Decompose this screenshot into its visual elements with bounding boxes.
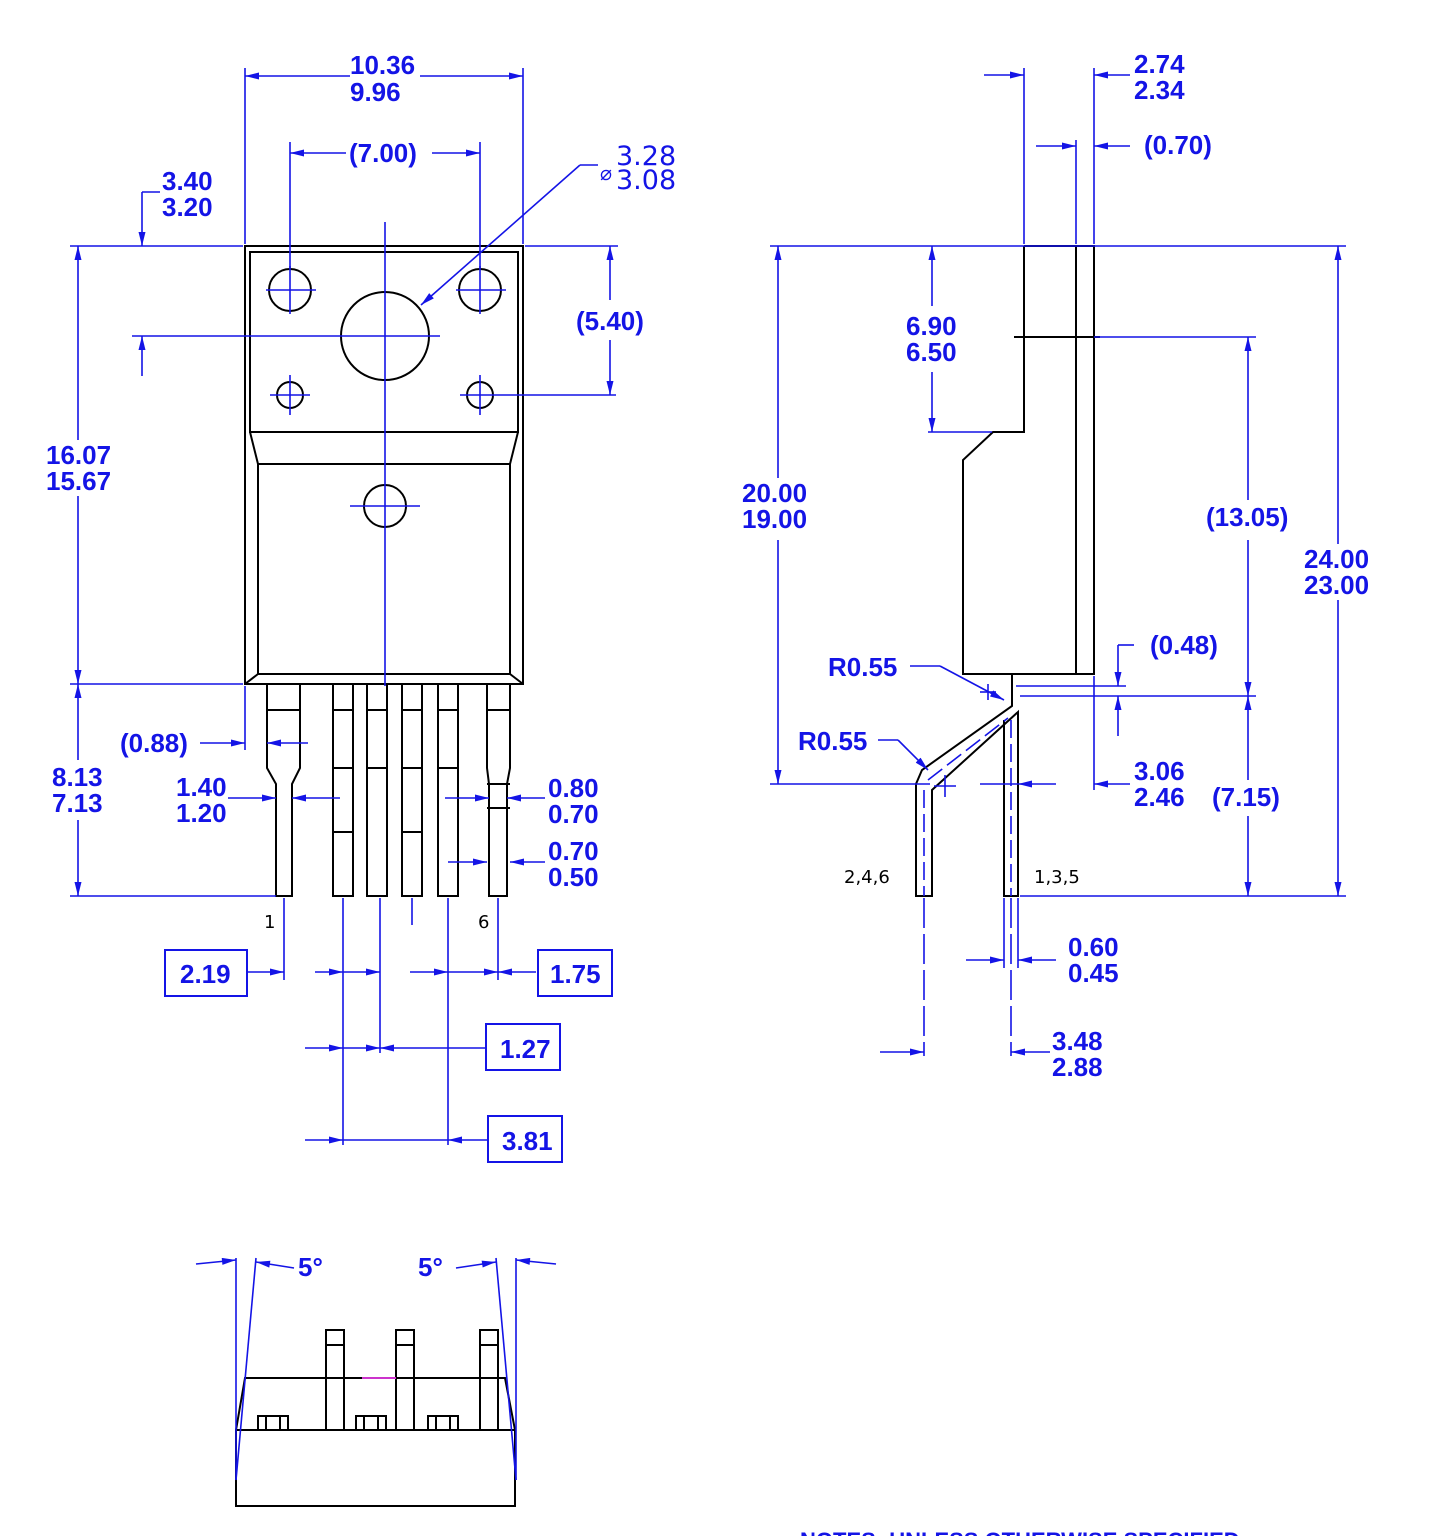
dim-side-lead-thk-min: 0.45 xyxy=(1068,958,1119,988)
dim-height-min: 19.00 xyxy=(742,504,807,534)
dim-overall-min: 23.00 xyxy=(1304,570,1369,600)
dim-row-spacing-min: 2.88 xyxy=(1052,1052,1103,1082)
dim-overall-max: 24.00 xyxy=(1304,544,1369,574)
front-boxes xyxy=(164,949,613,1163)
dim-tab-thickness: (0.70) xyxy=(1144,130,1212,160)
notes-heading: NOTES: UNLESS OTHERWISE SPECIFIED xyxy=(800,1528,1240,1536)
front-dimension-lines xyxy=(70,68,618,1145)
dim-lead-tip-min: 0.70 xyxy=(548,799,599,829)
dim-offset-min: 2.46 xyxy=(1134,782,1185,812)
angle-right-label: 5° xyxy=(418,1252,443,1282)
box-pitch-value: 1.27 xyxy=(500,1034,551,1064)
pin-label-odd: 1,3,5 xyxy=(1034,867,1080,888)
dim-hole-offset-max: 3.40 xyxy=(162,166,213,196)
dim-body-width-max: 10.36 xyxy=(350,50,415,80)
front-view: 10.36 9.96 (7.00) ⌀ 3.28 3.08 3.40 3.20 … xyxy=(46,50,676,1163)
angle-left-label: 5° xyxy=(298,1252,323,1282)
dim-gap: (0.48) xyxy=(1150,630,1218,660)
dim-offset-max: 3.06 xyxy=(1134,756,1185,786)
dim-body-height-max: 16.07 xyxy=(46,440,111,470)
end-package-outline xyxy=(235,1329,516,1507)
dim-hole-dia-max: 3.28 xyxy=(616,141,676,172)
dim-thickness-min: 2.34 xyxy=(1134,75,1185,105)
dim-hole-dia-min: 3.08 xyxy=(616,165,676,196)
side-dimension-lines xyxy=(770,68,1346,1056)
dim-lead-width-min: 1.20 xyxy=(176,798,227,828)
dim-step-max: 6.90 xyxy=(906,311,957,341)
front-package-outline xyxy=(244,245,524,685)
dim-body-height-min: 15.67 xyxy=(46,466,111,496)
box-left-value: 2.19 xyxy=(180,959,231,989)
front-leads xyxy=(266,684,511,897)
dim-thickness-max: 2.74 xyxy=(1134,49,1185,79)
dim-lead-thk-min: 0.50 xyxy=(548,862,599,892)
dim-radius-lower: R0.55 xyxy=(798,726,867,756)
side-view: 2.74 2.34 (0.70) 6.90 6.50 20.00 19.00 (… xyxy=(742,49,1369,1082)
box-span-value: 3.81 xyxy=(502,1126,553,1156)
pin-label-even: 2,4,6 xyxy=(844,867,890,888)
dim-body-width-min: 9.96 xyxy=(350,77,401,107)
dim-hole-spacing: (7.00) xyxy=(349,138,417,168)
dim-hole-dia-symbol: ⌀ xyxy=(600,161,612,185)
dim-lead-length-max: 8.13 xyxy=(52,762,103,792)
dim-upper: (13.05) xyxy=(1206,502,1288,532)
dim-tab-height: (5.40) xyxy=(576,306,644,336)
dim-lead-bottom: (7.15) xyxy=(1212,782,1280,812)
box-right-value: 1.75 xyxy=(550,959,601,989)
dim-lead-thk-max: 0.70 xyxy=(548,836,599,866)
dim-radius-upper: R0.55 xyxy=(828,652,897,682)
dim-side-lead-thk-max: 0.60 xyxy=(1068,932,1119,962)
dim-step-min: 6.50 xyxy=(906,337,957,367)
pin-label-last: 6 xyxy=(478,912,489,933)
end-view: 5° 5° xyxy=(195,1252,557,1507)
dim-height-max: 20.00 xyxy=(742,478,807,508)
end-angle-lines xyxy=(195,1257,557,1481)
pin-label-first: 1 xyxy=(264,912,275,933)
dim-lead-width-max: 1.40 xyxy=(176,772,227,802)
dim-edge-offset: (0.88) xyxy=(120,728,188,758)
dim-lead-length-min: 7.13 xyxy=(52,788,103,818)
dim-row-spacing-max: 3.48 xyxy=(1052,1026,1103,1056)
dim-hole-offset-min: 3.20 xyxy=(162,192,213,222)
dim-lead-tip-max: 0.80 xyxy=(548,773,599,803)
